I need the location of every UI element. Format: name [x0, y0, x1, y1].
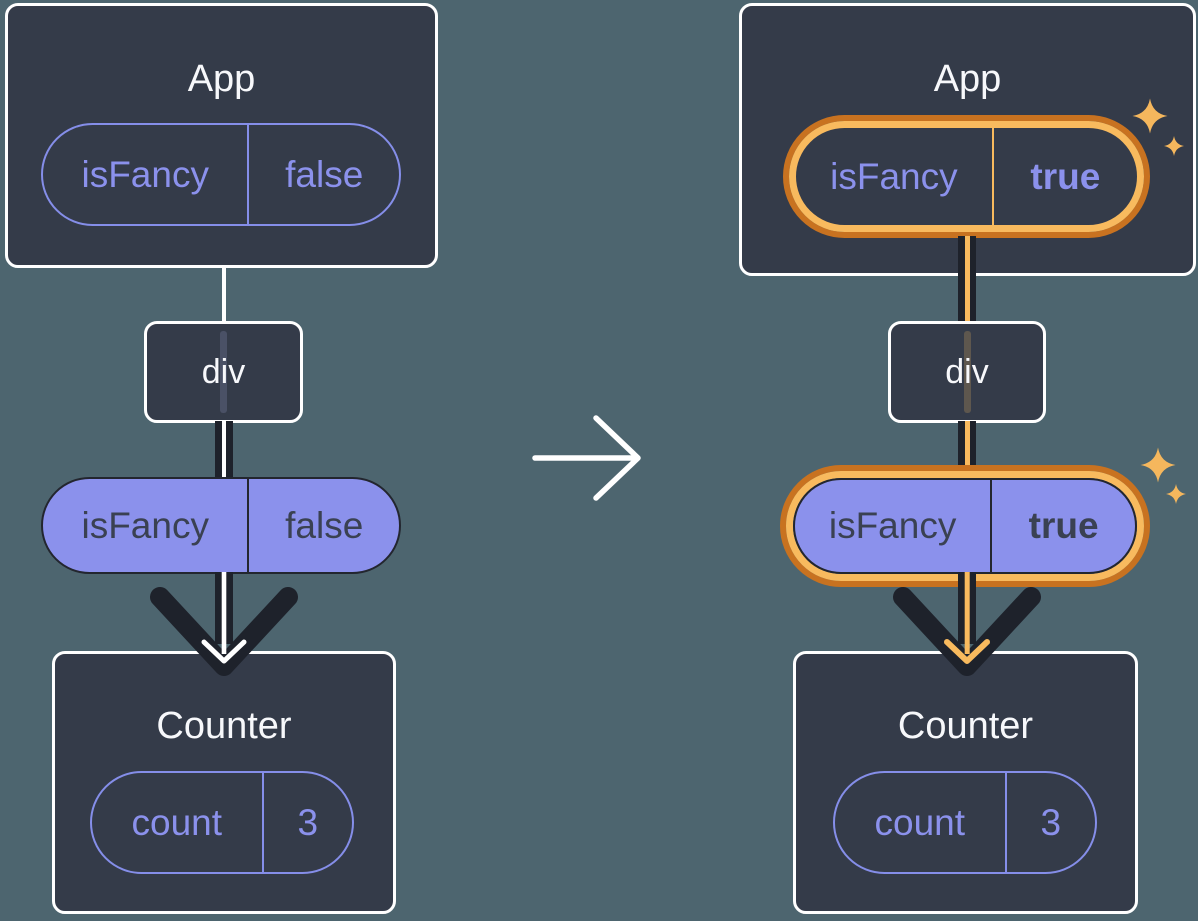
prop-value: true [1028, 505, 1099, 546]
connector-div-pill [964, 421, 970, 479]
arrow-down-icon [150, 572, 298, 676]
state-value: 3 [297, 801, 319, 843]
prop-name: isFancy [43, 125, 250, 224]
state-pill: count 3 [833, 771, 1097, 874]
connector-through-band [963, 331, 971, 413]
arrow-down-icon [893, 572, 1041, 676]
state-value: 3 [1040, 801, 1062, 843]
state-name: count [835, 773, 1007, 872]
counter-title: Counter [897, 705, 1034, 747]
prop-name: isFancy [43, 479, 250, 572]
connector-through-band [220, 331, 227, 413]
connector-app-div [964, 236, 970, 323]
sparkle-icon [1140, 447, 1186, 504]
prop-value: false [285, 504, 364, 546]
div-element-card: div [888, 321, 1046, 423]
state-pill: count 3 [90, 771, 354, 874]
state-name: count [92, 773, 264, 872]
arrow-right-icon [532, 415, 641, 501]
prop-name: isFancy [795, 480, 993, 572]
counter-title: Counter [156, 705, 292, 747]
div-title: div [201, 352, 246, 391]
connector-app-div [221, 266, 227, 322]
highlight-ring: isFancy true [780, 465, 1150, 587]
prop-value: true [1030, 155, 1101, 197]
app-title: App [933, 58, 1002, 100]
app-prop-pill: isFancy true [789, 121, 1144, 232]
div-element-card: div [144, 321, 303, 423]
highlight-ring: isFancy true [783, 115, 1150, 238]
app-prop-pill: isFancy false [41, 123, 401, 226]
sparkle-icon [1132, 98, 1184, 156]
connector-div-pill [221, 421, 227, 479]
app-title: App [187, 58, 256, 100]
prop-name: isFancy [796, 128, 994, 225]
prop-value: false [285, 153, 364, 195]
passed-prop-pill: isFancy false [41, 477, 401, 574]
div-title: div [945, 352, 989, 391]
passed-prop-pill: isFancy true [786, 471, 1144, 581]
